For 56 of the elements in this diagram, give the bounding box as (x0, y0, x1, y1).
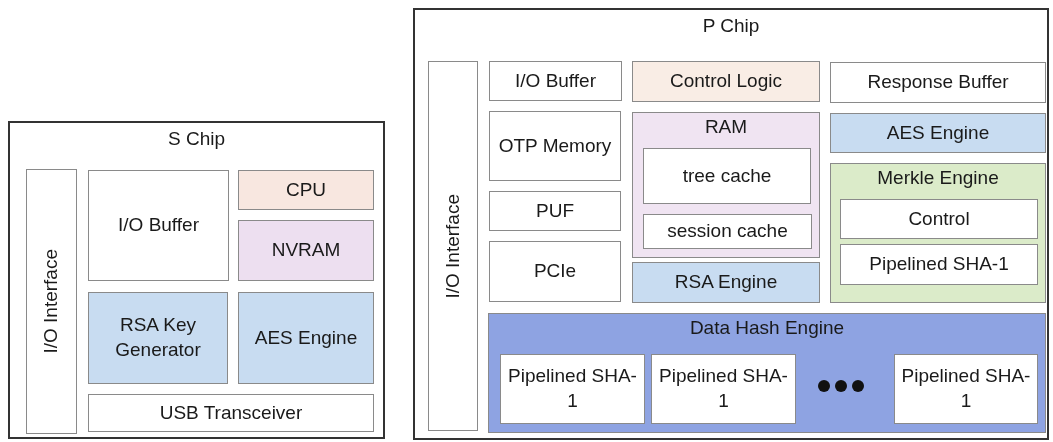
block-label: I/O Buffer (117, 213, 200, 238)
block-label: AES Engine (885, 120, 991, 145)
engine-block (830, 113, 1046, 153)
block-label: PUF (535, 198, 575, 223)
interface-block (428, 61, 478, 431)
block-label: Response Buffer (866, 70, 1010, 95)
block-label: tree cache (681, 163, 773, 188)
block-label: RSA Engine (673, 270, 779, 295)
block-heading: S Chip (168, 127, 225, 151)
control-block (840, 199, 1038, 239)
block-label: Control Logic (669, 69, 783, 94)
hash-unit-block (651, 354, 796, 424)
block-label: I/O Interface (440, 192, 464, 301)
block-heading: Merkle Engine (877, 166, 999, 190)
block-label: CPU (284, 177, 328, 202)
memory-block (238, 220, 374, 281)
block-label: AES Engine (253, 325, 359, 350)
hash-unit-block (894, 354, 1038, 424)
block-label: NVRAM (270, 238, 342, 263)
block-heading: RAM (704, 115, 748, 139)
block-label: USB Transceiver (158, 400, 304, 425)
block-label: Pipelined SHA-1 (507, 364, 638, 413)
block-label: Pipelined SHA-1 (658, 364, 789, 413)
block-label: OTP Memory (497, 133, 613, 158)
buffer-block (830, 62, 1046, 103)
block-label: PCIe (532, 259, 578, 284)
block-label: Pipelined SHA-1 (868, 252, 1010, 277)
block-heading: P Chip (702, 14, 760, 38)
block-label: I/O Interface (39, 248, 63, 356)
block-label: I/O Buffer (514, 68, 597, 93)
engine-block (830, 163, 1046, 303)
cache-block (643, 214, 812, 249)
transceiver-block (88, 394, 374, 432)
hash-unit-block (500, 354, 645, 424)
engine-block (238, 292, 374, 384)
block-heading: Data Hash Engine (689, 316, 845, 340)
generator-block (88, 292, 228, 384)
memory-block (489, 111, 621, 181)
block-label: Pipelined SHA-1 (900, 364, 1032, 413)
cpu-block (238, 170, 374, 210)
buffer-block (489, 61, 622, 101)
chip-block (413, 8, 1049, 440)
hash-unit-block (840, 244, 1038, 285)
chip-block (8, 121, 385, 439)
logic-block (632, 61, 820, 102)
engine-block (488, 313, 1046, 433)
block-label: RSA Key Generator (114, 313, 202, 362)
buffer-block (88, 170, 229, 281)
block-label: session cache (666, 219, 789, 244)
interface-block (26, 169, 77, 434)
block-label: Control (907, 206, 971, 231)
engine-block (632, 262, 820, 303)
bus-block (489, 241, 621, 302)
cache-block (643, 148, 811, 204)
memory-block (632, 112, 820, 258)
puf-block (489, 191, 621, 231)
